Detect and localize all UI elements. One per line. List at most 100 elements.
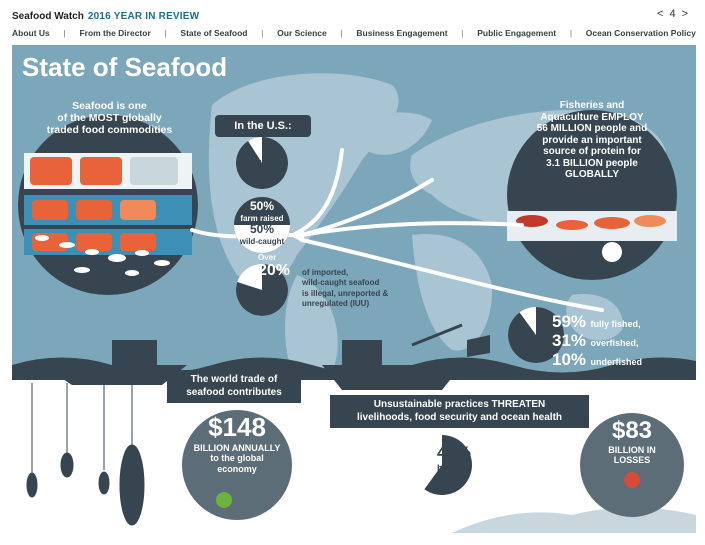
underfished-label: underfished (590, 356, 642, 367)
imported-pct: 91% (246, 157, 278, 174)
iuu-pct: 20% (258, 262, 291, 280)
wild-stat: 50% wild-caught (234, 222, 290, 246)
pirate-flag (467, 335, 490, 357)
nav-separator: | (63, 28, 66, 38)
seafood-market-illustration (18, 115, 198, 295)
iuu-text: of imported, wild-caught seafood is ille… (302, 268, 412, 310)
header-subtitle: 2016 YEAR IN REVIEW (87, 11, 200, 22)
trade-text-2: to the global (210, 453, 264, 464)
nav-separator: | (569, 28, 573, 38)
trade-label-box: The world trade of seafood contributes (167, 370, 301, 403)
employ-line-4: provide an important (542, 134, 642, 146)
trade-value-circle (182, 410, 292, 520)
employ-line-3: 56 MILLION people and (536, 123, 648, 134)
nav-separator: | (164, 28, 167, 38)
next-page-button[interactable]: > (681, 8, 688, 20)
hanging-fish-lines (26, 383, 145, 526)
underfished-pct: 10% (552, 349, 587, 369)
fully-fished-row: 59% fully fished, (552, 313, 692, 332)
nav-from-director[interactable]: From the Director (79, 28, 151, 38)
top-nav: About Us | From the Director | State of … (12, 28, 696, 38)
check-icon (216, 492, 232, 508)
traded-line-3: traded food commodities (46, 124, 173, 137)
trade-label-1: The world trade of (190, 374, 278, 385)
nav-our-science[interactable]: Our Science (277, 28, 327, 38)
fished-stats: 59% fully fished, 31% overfished, 10% un… (552, 313, 692, 369)
trade-arrows (190, 148, 604, 312)
bycatch-pie-slice (424, 435, 473, 495)
farm-pct: 50% (249, 199, 275, 213)
nav-public-engagement[interactable]: Public Engagement (477, 28, 557, 38)
wild-pct: 50% (249, 222, 275, 236)
page-pager: <4 > (654, 8, 691, 20)
employment-illustration (507, 110, 677, 280)
fished-pie (508, 307, 565, 364)
bycatch-stat: 40% bycatch (437, 443, 497, 473)
infographic-panel: State of Seafood Seafood is one of the M… (12, 45, 696, 533)
iuu-text-1: of imported, (302, 268, 349, 277)
traded-line-1: Seafood is one (72, 100, 147, 112)
page-title: State of Seafood (22, 52, 228, 82)
nav-separator: | (340, 28, 343, 38)
imported-pie-slice (235, 137, 288, 190)
underfished-row: 10% underfished (552, 349, 692, 370)
iuu-text-4: unregulated (IUU) (302, 299, 370, 309)
fishing-boat-center (322, 365, 462, 390)
nav-separator: | (261, 28, 264, 38)
trade-label-2: seafood contributes (186, 386, 282, 398)
overfished-label: overfished, (590, 337, 639, 348)
us-label: In the U.S.: (234, 120, 292, 132)
page-number: 4 (669, 8, 676, 20)
imported-label: imported (244, 174, 280, 184)
farm-label: farm raised (240, 213, 284, 223)
nav-state-of-seafood[interactable]: State of Seafood (180, 28, 248, 38)
threaten-line-2: livelihoods, food security and ocean hea… (356, 411, 563, 423)
arrow-head (289, 227, 304, 243)
losses-text-2: LOSSES (613, 454, 651, 465)
x-icon (624, 472, 640, 488)
trade-text-1: BILLION ANNUALLY (193, 442, 281, 453)
overfished-pct: 31% (552, 330, 587, 350)
employ-text: Fisheries and Aquaculture EMPLOY 56 MILL… (517, 100, 667, 181)
losses-stat: $83 BILLION IN LOSSES (587, 417, 677, 465)
employ-line-2: Aquaculture EMPLOY (540, 111, 644, 123)
threaten-box: Unsustainable practices THREATEN livelih… (330, 395, 589, 428)
trade-amount: $148 (208, 412, 266, 442)
employ-line-6: 3.1 BILLION people (546, 157, 638, 169)
fished-pie-slice (508, 307, 565, 364)
employ-line-5: source of protein for (543, 146, 641, 157)
employ-line-1: Fisheries and (559, 100, 625, 111)
fish-school (35, 235, 170, 276)
prev-page-button[interactable]: < (657, 8, 664, 20)
fishing-boat-left (42, 365, 187, 385)
bycatch-label: bycatch (437, 462, 472, 473)
wild-label: wild-caught (239, 236, 285, 246)
iuu-stat: Over 20% (258, 253, 300, 281)
us-label-box (215, 115, 311, 137)
employ-line-7: GLOBALLY (564, 169, 620, 180)
overfished-row: 31% overfished, (552, 330, 692, 351)
traded-text: Seafood is one of the MOST globally trad… (37, 100, 182, 136)
nav-separator: | (461, 28, 464, 38)
fully-fished-pct: 59% (552, 312, 587, 331)
iuu-text-3: is illegal, unreported & (302, 288, 389, 298)
nav-business-engagement[interactable]: Business Engagement (356, 28, 448, 38)
iuu-text-2: wild-caught seafood (302, 278, 380, 288)
farm-stat: 50% farm raised (234, 199, 290, 223)
nav-about-us[interactable]: About Us (12, 28, 50, 38)
losses-amount: $83 (611, 417, 653, 444)
brand-name: Seafood Watch (12, 11, 84, 22)
losses-text-1: BILLION IN (608, 444, 656, 455)
threaten-line-1: Unsustainable practices THREATEN (373, 399, 546, 410)
losses-circle (580, 413, 684, 517)
iuu-over: Over (258, 253, 277, 262)
bycatch-pct: 40% (437, 443, 472, 462)
wild-caught-half (234, 225, 290, 253)
nav-ocean-policy[interactable]: Ocean Conservation Policy (585, 28, 696, 38)
imported-stat: 91% imported (234, 157, 290, 183)
trade-text-3: economy (217, 463, 257, 474)
trade-value: $148 BILLION ANNUALLY to the global econ… (182, 412, 292, 474)
iuu-pie-slice (236, 264, 288, 316)
us-stat-pies (234, 137, 290, 316)
